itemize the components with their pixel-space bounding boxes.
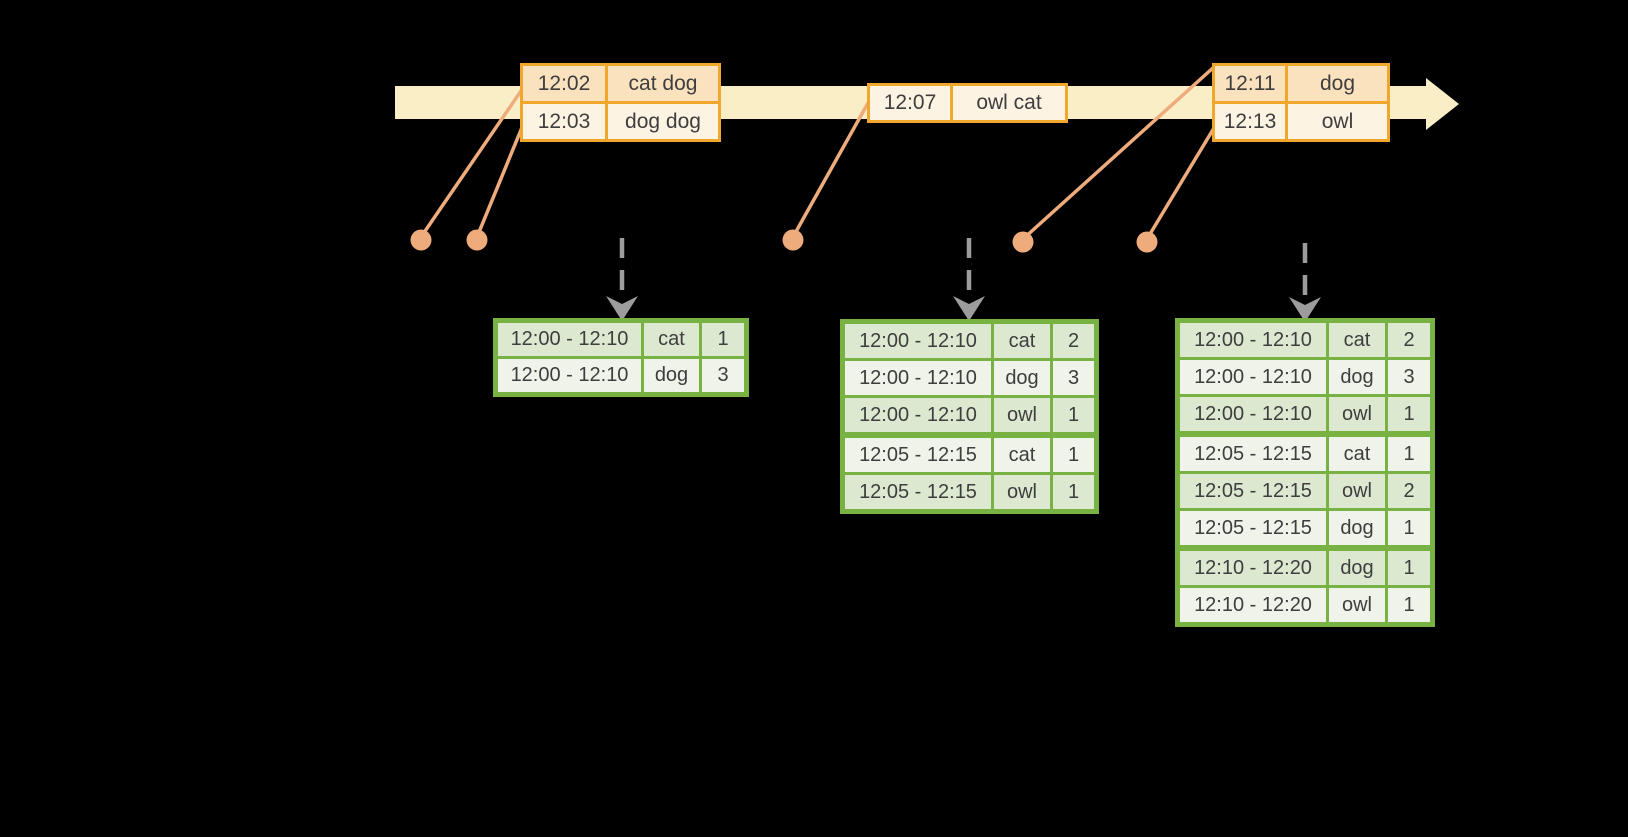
result-count-cell: 1 bbox=[1388, 588, 1430, 622]
result-window-cell: 12:00 - 12:10 bbox=[845, 361, 991, 395]
connector-line bbox=[1021, 65, 1216, 241]
event-time-cell: 12:11 bbox=[1215, 66, 1285, 101]
event-time-cell: 12:02 bbox=[523, 66, 605, 101]
result-word-cell: dog bbox=[1329, 551, 1385, 585]
result-word-cell: owl bbox=[994, 398, 1050, 432]
result-word-cell: cat bbox=[644, 323, 699, 356]
result-word-cell: cat bbox=[994, 324, 1050, 358]
result-count-cell: 2 bbox=[1388, 323, 1430, 357]
result-window-cell: 12:10 - 12:20 bbox=[1180, 551, 1326, 585]
event-dot bbox=[1012, 231, 1034, 253]
result-count-cell: 1 bbox=[1053, 398, 1094, 432]
result-word-cell: cat bbox=[1329, 437, 1385, 471]
result-window-cell: 12:05 - 12:15 bbox=[1180, 474, 1326, 508]
result-window-cell: 12:05 - 12:15 bbox=[1180, 511, 1326, 545]
result-window-cell: 12:00 - 12:10 bbox=[1180, 323, 1326, 357]
event-dot bbox=[782, 229, 804, 251]
result-count-cell: 1 bbox=[1053, 438, 1094, 472]
result-word-cell: owl bbox=[1329, 588, 1385, 622]
result-window-cell: 12:05 - 12:15 bbox=[845, 438, 991, 472]
result-word-cell: dog bbox=[994, 361, 1050, 395]
result-count-cell: 3 bbox=[702, 359, 744, 392]
event-time-cell: 12:07 bbox=[870, 86, 950, 120]
result-window-cell: 12:00 - 12:10 bbox=[845, 398, 991, 432]
result-word-cell: owl bbox=[1329, 474, 1385, 508]
result-word-cell: cat bbox=[994, 438, 1050, 472]
event-dot bbox=[1136, 231, 1158, 253]
event-words-cell: dog bbox=[1288, 66, 1387, 101]
result-count-cell: 1 bbox=[1388, 551, 1430, 585]
result-word-cell: owl bbox=[1329, 397, 1385, 431]
result-word-cell: dog bbox=[1329, 511, 1385, 545]
connector-line bbox=[475, 124, 525, 238]
event-time-cell: 12:13 bbox=[1215, 104, 1285, 139]
result-word-cell: dog bbox=[644, 359, 699, 392]
event-dot bbox=[466, 229, 488, 251]
result-count-cell: 3 bbox=[1053, 361, 1094, 395]
event-words-cell: owl bbox=[1288, 104, 1387, 139]
result-window-cell: 12:00 - 12:10 bbox=[845, 324, 991, 358]
event-time-cell: 12:03 bbox=[523, 104, 605, 139]
trigger-arrow bbox=[606, 238, 638, 321]
result-count-cell: 1 bbox=[1053, 475, 1094, 509]
result-count-cell: 1 bbox=[702, 323, 744, 356]
event-words-cell: dog dog bbox=[608, 104, 718, 139]
result-window-cell: 12:00 - 12:10 bbox=[1180, 397, 1326, 431]
result-window-cell: 12:10 - 12:20 bbox=[1180, 588, 1326, 622]
result-window-cell: 12:05 - 12:15 bbox=[1180, 437, 1326, 471]
connector-line bbox=[1145, 127, 1216, 240]
result-count-cell: 2 bbox=[1053, 324, 1094, 358]
result-window-cell: 12:00 - 12:10 bbox=[498, 323, 641, 356]
event-words-cell: cat dog bbox=[608, 66, 718, 101]
result-count-cell: 1 bbox=[1388, 397, 1430, 431]
trigger-arrow bbox=[1289, 243, 1321, 322]
result-window-cell: 12:00 - 12:10 bbox=[498, 359, 641, 392]
result-word-cell: dog bbox=[1329, 360, 1385, 394]
result-count-cell: 1 bbox=[1388, 437, 1430, 471]
result-window-cell: 12:05 - 12:15 bbox=[845, 475, 991, 509]
event-dot bbox=[410, 229, 432, 251]
result-word-cell: owl bbox=[994, 475, 1050, 509]
connector-line bbox=[791, 102, 870, 238]
result-count-cell: 2 bbox=[1388, 474, 1430, 508]
result-count-cell: 3 bbox=[1388, 360, 1430, 394]
event-words-cell: owl cat bbox=[953, 86, 1065, 120]
result-word-cell: cat bbox=[1329, 323, 1385, 357]
connector-line bbox=[419, 87, 525, 238]
result-window-cell: 12:00 - 12:10 bbox=[1180, 360, 1326, 394]
trigger-arrow bbox=[953, 238, 985, 321]
timeline-arrowhead-icon bbox=[1426, 78, 1459, 130]
result-count-cell: 1 bbox=[1388, 511, 1430, 545]
